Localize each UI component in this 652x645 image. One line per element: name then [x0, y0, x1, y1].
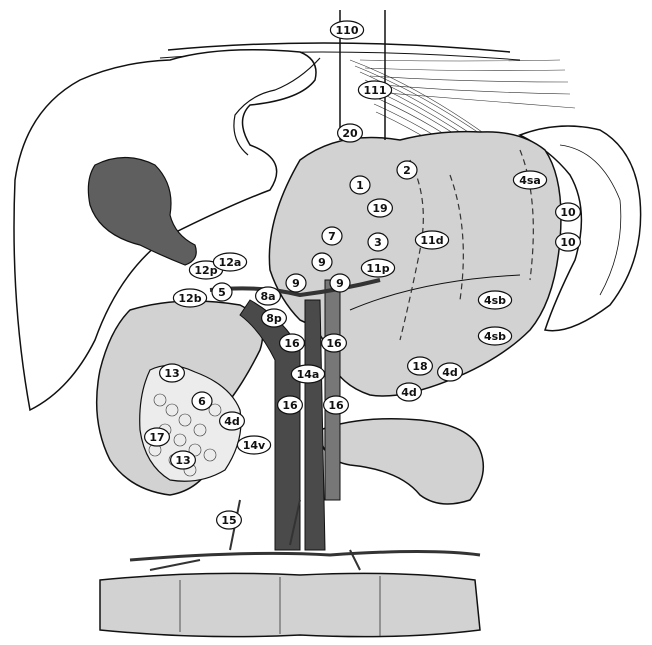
mesenteric-branches — [150, 500, 360, 570]
mesenteric-arcade — [130, 552, 480, 561]
esophagus — [340, 10, 385, 140]
pancreatic-tail — [320, 419, 483, 504]
aorta — [325, 280, 340, 500]
transverse-colon — [100, 573, 480, 636]
